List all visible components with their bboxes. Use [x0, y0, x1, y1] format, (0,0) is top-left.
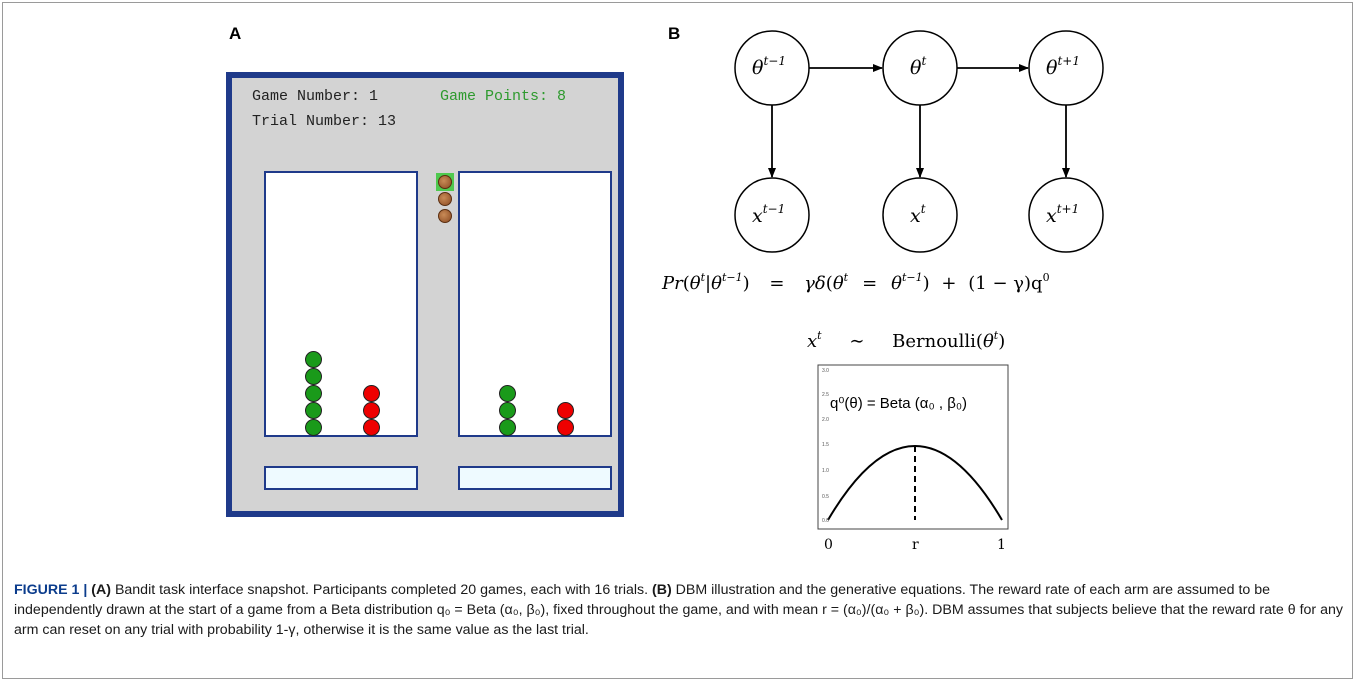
coin-icon	[438, 192, 452, 206]
success-ball	[305, 368, 322, 385]
failure-ball	[557, 419, 574, 436]
x-prev-label: xt−1	[752, 202, 785, 227]
x-next-label: xt+1	[1046, 202, 1079, 227]
dbm-graphical-model: θt−1 θt θt+1 xt−1 xt xt+1 Pr(θt|θt−1) = …	[661, 30, 1104, 553]
figure-label: FIGURE 1 |	[14, 582, 88, 598]
panel-a-letter: A	[229, 24, 242, 43]
failure-ball	[363, 419, 380, 436]
theta-cur-label: θt	[910, 54, 926, 79]
theta-prev-node	[734, 30, 810, 106]
coin-icon	[438, 209, 452, 223]
caption-a-label: (A)	[91, 582, 111, 598]
coin-icon	[438, 175, 452, 189]
svg-text:xt ∼ Bernoulli(θt): xt ∼ Bernoulli(θt)	[807, 323, 1005, 352]
x-cur-label: xt	[910, 202, 926, 227]
success-ball	[305, 385, 322, 402]
x-cur-node	[882, 177, 958, 253]
y-tick: 0.5	[822, 494, 829, 500]
transition-equation: Pr(θt|θt−1) = γδ(θt=θt−1) + (1 − γ)q0	[661, 271, 1050, 294]
caption-a-text: Bandit task interface snapshot. Particip…	[111, 582, 652, 598]
trial-number-label: Trial Number: 13	[252, 113, 397, 130]
y-tick: 1.0	[822, 468, 829, 474]
caption-b-text: DBM illustration and the generative equa…	[14, 582, 1343, 638]
x-next-node	[1028, 177, 1104, 253]
theta-next-label: θt+1	[1046, 54, 1080, 79]
success-ball	[305, 419, 322, 436]
svg-text:Pr(θt|θt−1) = γδ(θ: Pr(θt|θt−1) = γδ(θt=θt−1) + (1 − γ)q0	[661, 271, 1050, 294]
game-number-label: Game Number: 1	[252, 88, 379, 105]
failure-ball	[557, 402, 574, 419]
emission-equation: xt ∼ Bernoulli(θt)	[807, 323, 1005, 352]
y-tick: 3.0	[822, 368, 829, 374]
x-tick-r: r	[912, 537, 919, 553]
left-arm-bin[interactable]	[264, 171, 418, 437]
beta-formula: q⁰(θ) = Beta (α₀ , β₀)	[830, 395, 967, 412]
success-ball	[499, 419, 516, 436]
panel-b-letter: B	[668, 24, 681, 43]
failure-ball	[363, 402, 380, 419]
y-tick: 0.0	[822, 518, 829, 524]
x-prev-node	[734, 177, 810, 253]
right-arm-button[interactable]	[458, 466, 612, 490]
y-tick: 1.5	[822, 442, 829, 448]
x-tick-0: 0	[824, 537, 833, 553]
failure-ball	[363, 385, 380, 402]
right-arm-bin[interactable]	[458, 171, 612, 437]
y-tick: 2.5	[822, 392, 829, 398]
success-ball	[305, 402, 322, 419]
theta-next-node	[1028, 30, 1104, 106]
caption-b-label: (B)	[652, 582, 672, 598]
y-tick: 2.0	[822, 417, 829, 423]
beta-prior-plot: q⁰(θ) = Beta (α₀ , β₀) 0.0 0.5 1.0 1.5 2…	[817, 364, 1009, 553]
left-arm-button[interactable]	[264, 466, 418, 490]
success-ball	[499, 402, 516, 419]
figure-caption: FIGURE 1 | (A) Bandit task interface sna…	[14, 580, 1344, 640]
x-tick-1: 1	[997, 537, 1006, 553]
success-ball	[499, 385, 516, 402]
theta-prev-label: θt−1	[752, 54, 786, 79]
bandit-game-window: Game Number: 1 Game Points: 8 Trial Numb…	[226, 72, 624, 517]
success-ball	[305, 351, 322, 368]
game-points-label: Game Points: 8	[440, 88, 567, 105]
